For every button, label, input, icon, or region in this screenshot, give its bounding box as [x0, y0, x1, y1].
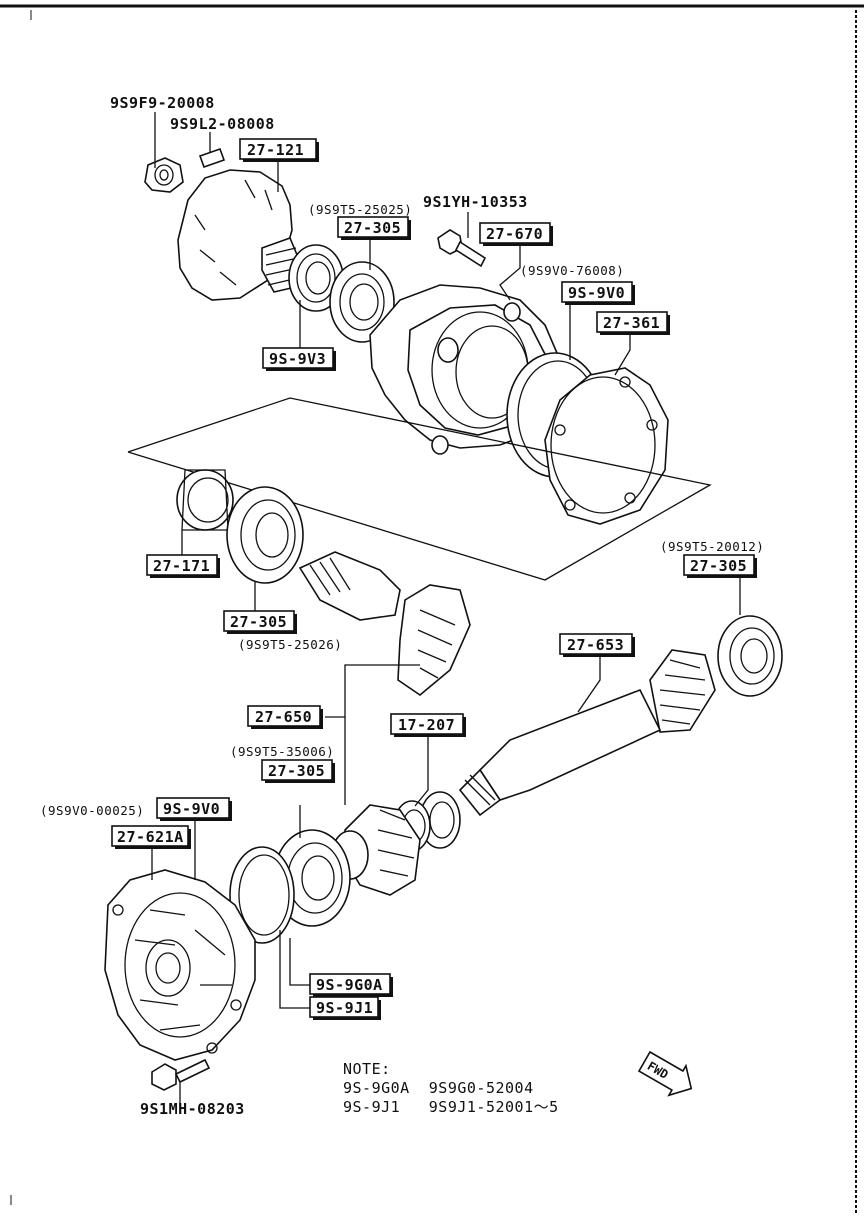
bearing-top-part	[329, 261, 395, 343]
leader-lines	[151, 112, 741, 1105]
fwd-arrow-icon: FWD	[637, 1050, 693, 1097]
label-cover-top: 27-121	[247, 141, 304, 159]
label-gasket: 27-361	[603, 314, 660, 332]
dowel-pin-part	[198, 147, 226, 169]
label-nut: 9S9F9-20008	[110, 94, 215, 112]
label-seal-v3: 9S-9V3	[269, 350, 326, 368]
label-shim-low-code: (9S9V0-00025)	[40, 803, 144, 818]
label-bearing-right: 27-305	[690, 557, 747, 575]
shim-low-part	[229, 846, 295, 944]
spacer-part	[176, 469, 234, 531]
companion-flange-part	[177, 169, 301, 301]
bolt-low-part	[151, 1058, 211, 1091]
label-cover-low: 27-621A	[117, 828, 184, 846]
label-pin: 9S9L2-08008	[170, 115, 275, 133]
label-shim-j1: 9S-9J1	[316, 999, 373, 1017]
bearing-mid-part	[226, 486, 304, 584]
label-pinion-shaft: 27-653	[567, 636, 624, 654]
label-bearing-low: 27-305	[268, 762, 325, 780]
label-bolt-low: 9S1MH-08203	[140, 1100, 245, 1118]
gear-shaft-part	[298, 551, 471, 697]
label-bearing-mid-code: (9S9T5-25026)	[238, 637, 342, 652]
part-labels: 9S9F9-20008 9S9L2-08008 27-121 (9S9T5-25…	[40, 94, 764, 1118]
label-shim-top: 9S-9V0	[568, 284, 625, 302]
note-block: NOTE: 9S-9G0A 9S9G0-52004 9S-9J1 9S9J1-5…	[343, 1060, 559, 1116]
label-bearing-top-code: (9S9T5-25025)	[308, 202, 412, 217]
label-collar: 17-207	[398, 716, 455, 734]
flange-nut-part	[144, 157, 184, 193]
pinion-shaft-part	[458, 649, 716, 817]
label-bearing-mid: 27-305	[230, 613, 287, 631]
gasket-part	[544, 367, 669, 525]
note-line-1: 9S-9G0A 9S9G0-52004	[343, 1079, 534, 1097]
bolt-top-part	[437, 229, 487, 268]
label-ring-gear: 27-650	[255, 708, 312, 726]
group-frame	[127, 397, 712, 581]
label-bearing-right-code: (9S9T5-20012)	[660, 539, 764, 554]
label-bearing-top: 27-305	[344, 219, 401, 237]
oil-seal-part	[288, 244, 344, 312]
label-housing: 27-670	[486, 225, 543, 243]
note-line-2: 9S-9J1 9S9J1-52001～5	[343, 1098, 559, 1116]
bearing-right-part	[717, 615, 783, 697]
label-shim-g0a: 9S-9G0A	[316, 976, 383, 994]
side-cover-part	[104, 869, 256, 1061]
label-bolt-top: 9S1YH-10353	[423, 193, 528, 211]
label-bearing-low-code: (9S9T5-35006)	[230, 744, 334, 759]
note-heading: NOTE:	[343, 1060, 391, 1078]
label-shim-low: 9S-9V0	[163, 800, 220, 818]
label-spacer: 27-171	[153, 557, 210, 575]
label-shim-top-code: (9S9V0-76008)	[520, 263, 624, 278]
